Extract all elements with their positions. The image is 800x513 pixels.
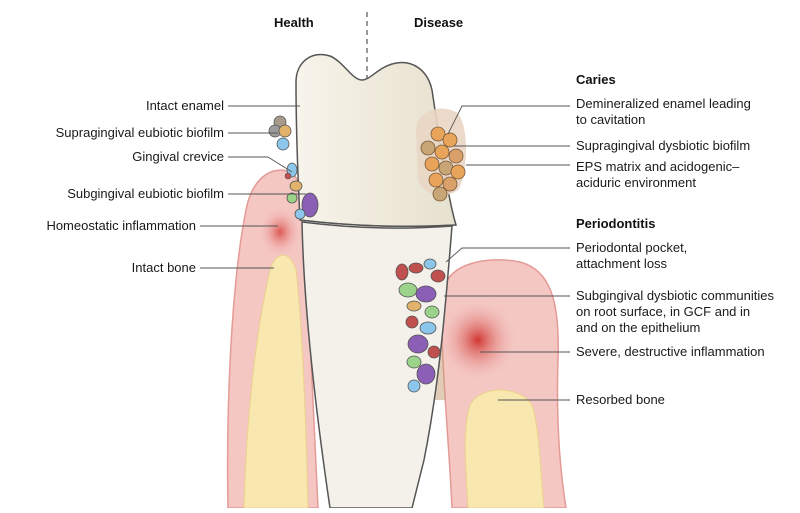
caries-item-1-line-2: to cavitation bbox=[576, 112, 645, 128]
label-intact-enamel: Intact enamel bbox=[146, 98, 224, 114]
periodontitis-item-4: Resorbed bone bbox=[576, 392, 665, 408]
periodontitis-item-1-line-2: attachment loss bbox=[576, 256, 667, 272]
caries-title: Caries bbox=[576, 72, 616, 87]
label-intact-bone: Intact bone bbox=[132, 260, 196, 276]
periodontitis-item-3: Severe, destructive inflammation bbox=[576, 344, 765, 360]
caries-item-1-line-1: Demineralized enamel leading bbox=[576, 96, 751, 112]
right-gum bbox=[438, 260, 566, 508]
periodontitis-item-2-line-2: on root surface, in GCF and in bbox=[576, 304, 750, 320]
right-bone bbox=[465, 390, 544, 508]
periodontitis-item-2-line-3: and on the epithelium bbox=[576, 320, 700, 336]
caries-item-3-line-2: aciduric environment bbox=[576, 175, 696, 191]
periodontitis-item-1-line-1: Periodontal pocket, bbox=[576, 240, 687, 256]
right-inflammation bbox=[438, 298, 518, 382]
label-homeostatic-inflammation: Homeostatic inflammation bbox=[46, 218, 196, 234]
caries-item-3-line-1: EPS matrix and acidogenic– bbox=[576, 159, 739, 175]
disease-header: Disease bbox=[414, 15, 463, 30]
caries-item-2: Supragingival dysbiotic biofilm bbox=[576, 138, 750, 154]
label-subgingival-eubiotic-biofilm: Subgingival eubiotic biofilm bbox=[67, 186, 224, 202]
label-gingival-crevice: Gingival crevice bbox=[132, 149, 224, 165]
health-header: Health bbox=[274, 15, 314, 30]
label-supragingival-eubiotic-biofilm: Supragingival eubiotic biofilm bbox=[56, 125, 224, 141]
periodontitis-item-2-line-1: Subgingival dysbiotic communities bbox=[576, 288, 774, 304]
periodontitis-title: Periodontitis bbox=[576, 216, 655, 231]
